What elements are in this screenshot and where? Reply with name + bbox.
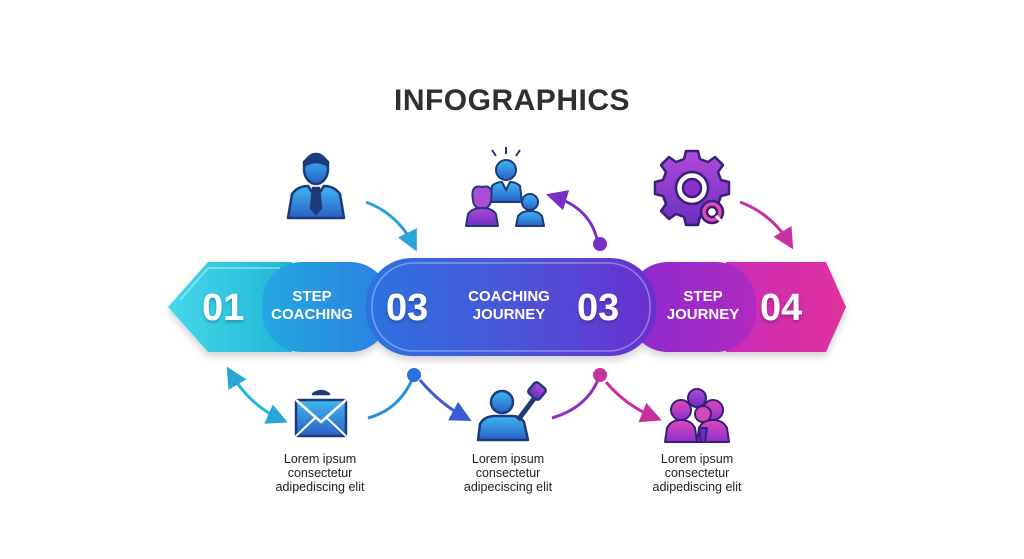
- arrow-banner-to-team: [545, 190, 600, 245]
- arrow-dot-to-speaker: [418, 379, 472, 421]
- banner: [168, 258, 846, 356]
- step-journey-label: STEP JOURNEY: [660, 288, 746, 324]
- caption-line: adipeciscing elit: [463, 480, 553, 494]
- dot-bottom-magenta: [593, 368, 607, 382]
- segment-step-coaching-shape: [262, 262, 390, 352]
- caption-line: consectetur: [664, 466, 730, 480]
- step-number-03-left: 03: [386, 287, 429, 329]
- coaching-journey-label: COACHING JOURNEY: [459, 288, 559, 324]
- arrow-dot-to-group: [604, 381, 662, 423]
- arrow-gear-to-banner: [739, 200, 794, 250]
- coaching-journey-line2: JOURNEY: [472, 306, 546, 323]
- caption-speaker: Lorem ipsum consectetur adipeciscing eli…: [428, 452, 588, 494]
- step-number-01: 01: [202, 287, 245, 329]
- step-number-03-right: 03: [577, 287, 620, 329]
- group-people-icon: [664, 388, 730, 443]
- step-coaching-line1: STEP: [292, 288, 332, 305]
- envelope-icon: [294, 389, 348, 438]
- dot-top-purple: [593, 237, 607, 251]
- gear-search-icon: [653, 149, 731, 227]
- step-journey-line1: STEP: [683, 288, 723, 305]
- segment-step-journey-shape: [628, 262, 756, 352]
- step-journey-line2: JOURNEY: [666, 306, 740, 323]
- team-meeting-icon: [465, 147, 545, 227]
- businessman-icon: [286, 152, 346, 220]
- step-number-04: 04: [760, 287, 803, 329]
- caption-line: adipediscing elit: [275, 480, 365, 494]
- caption-line: consectetur: [475, 466, 541, 480]
- dot-bottom-blue: [407, 368, 421, 382]
- arrow-double-envelope: [226, 366, 288, 424]
- arrow-envelope-to-dot: [367, 379, 414, 420]
- segment-04-shape: [726, 262, 846, 352]
- arrow-businessman-to-banner: [365, 200, 417, 252]
- arrow-speaker-to-dot: [551, 379, 600, 420]
- caption-line: Lorem ipsum: [471, 452, 545, 466]
- segment-01-shape: [168, 262, 292, 352]
- caption-group: Lorem ipsum consectetur adipediscing eli…: [617, 452, 777, 494]
- caption-line: adipediscing elit: [652, 480, 742, 494]
- caption-line: Lorem ipsum: [660, 452, 734, 466]
- step-coaching-label: STEP COACHING: [266, 288, 358, 324]
- caption-envelope: Lorem ipsum consectetur adipediscing eli…: [240, 452, 400, 494]
- caption-line: consectetur: [287, 466, 353, 480]
- step-coaching-line2: COACHING: [271, 306, 353, 323]
- page-title: INFOGRAPHICS: [393, 84, 630, 117]
- segment-coaching-journey-shape: [366, 258, 656, 356]
- speaker-microphone-icon: [476, 381, 547, 442]
- caption-line: Lorem ipsum: [283, 452, 357, 466]
- coaching-journey-line1: COACHING: [468, 288, 550, 305]
